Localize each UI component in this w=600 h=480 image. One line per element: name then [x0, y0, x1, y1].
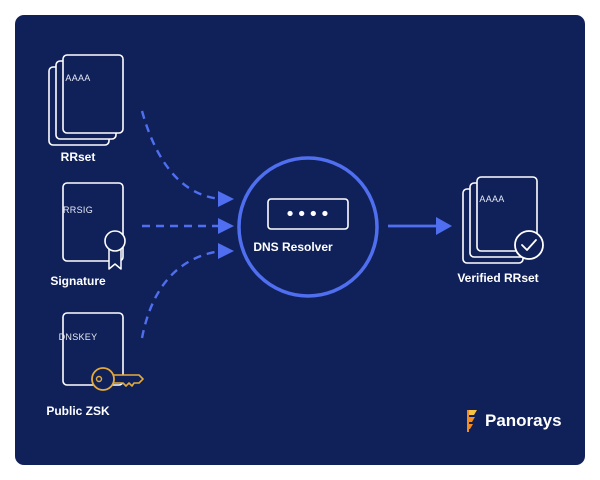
- dnskey-doc-text: DNSKEY: [58, 332, 98, 342]
- rrset-label: RRset: [60, 150, 96, 164]
- rrset-doc-text: AAAA: [65, 73, 91, 83]
- signature-label: Signature: [50, 274, 106, 288]
- incoming-arrowheads: [218, 191, 234, 259]
- arrowhead-top: [218, 191, 234, 207]
- rrset-document-stack-icon: [48, 54, 124, 146]
- brand-name: Panorays: [485, 411, 562, 430]
- verified-doc-text: AAAA: [479, 194, 505, 204]
- arrowhead-bottom: [218, 243, 234, 259]
- arrow-right-icon: [388, 217, 452, 235]
- check-circle-icon: [514, 230, 544, 260]
- panorays-logo-icon: [467, 410, 477, 432]
- signature-doc-text: RRSIG: [62, 205, 94, 215]
- certificate-seal-icon: [104, 230, 126, 270]
- panorays-logo: Panorays: [465, 409, 562, 433]
- resolver-input-box: [267, 198, 349, 230]
- public-zsk-label: Public ZSK: [46, 404, 110, 418]
- diagram-canvas: •••• AAAA RRSIG DNSKEY AAAA RRset Signat…: [15, 15, 585, 465]
- verified-rrset-label: Verified RRset: [457, 271, 539, 285]
- key-icon: [91, 367, 144, 391]
- incoming-arrows: [140, 110, 221, 339]
- resolver-input-dots: ••••: [285, 204, 331, 225]
- arrowhead-middle: [218, 218, 234, 234]
- arrow-rrset-to-resolver: [140, 110, 221, 201]
- verified-document-stack-icon: [462, 176, 538, 264]
- diagram-svg: ••••: [48, 54, 544, 391]
- dns-resolver-label: DNS Resolver: [253, 240, 333, 254]
- arrow-zsk-to-resolver: [140, 249, 221, 339]
